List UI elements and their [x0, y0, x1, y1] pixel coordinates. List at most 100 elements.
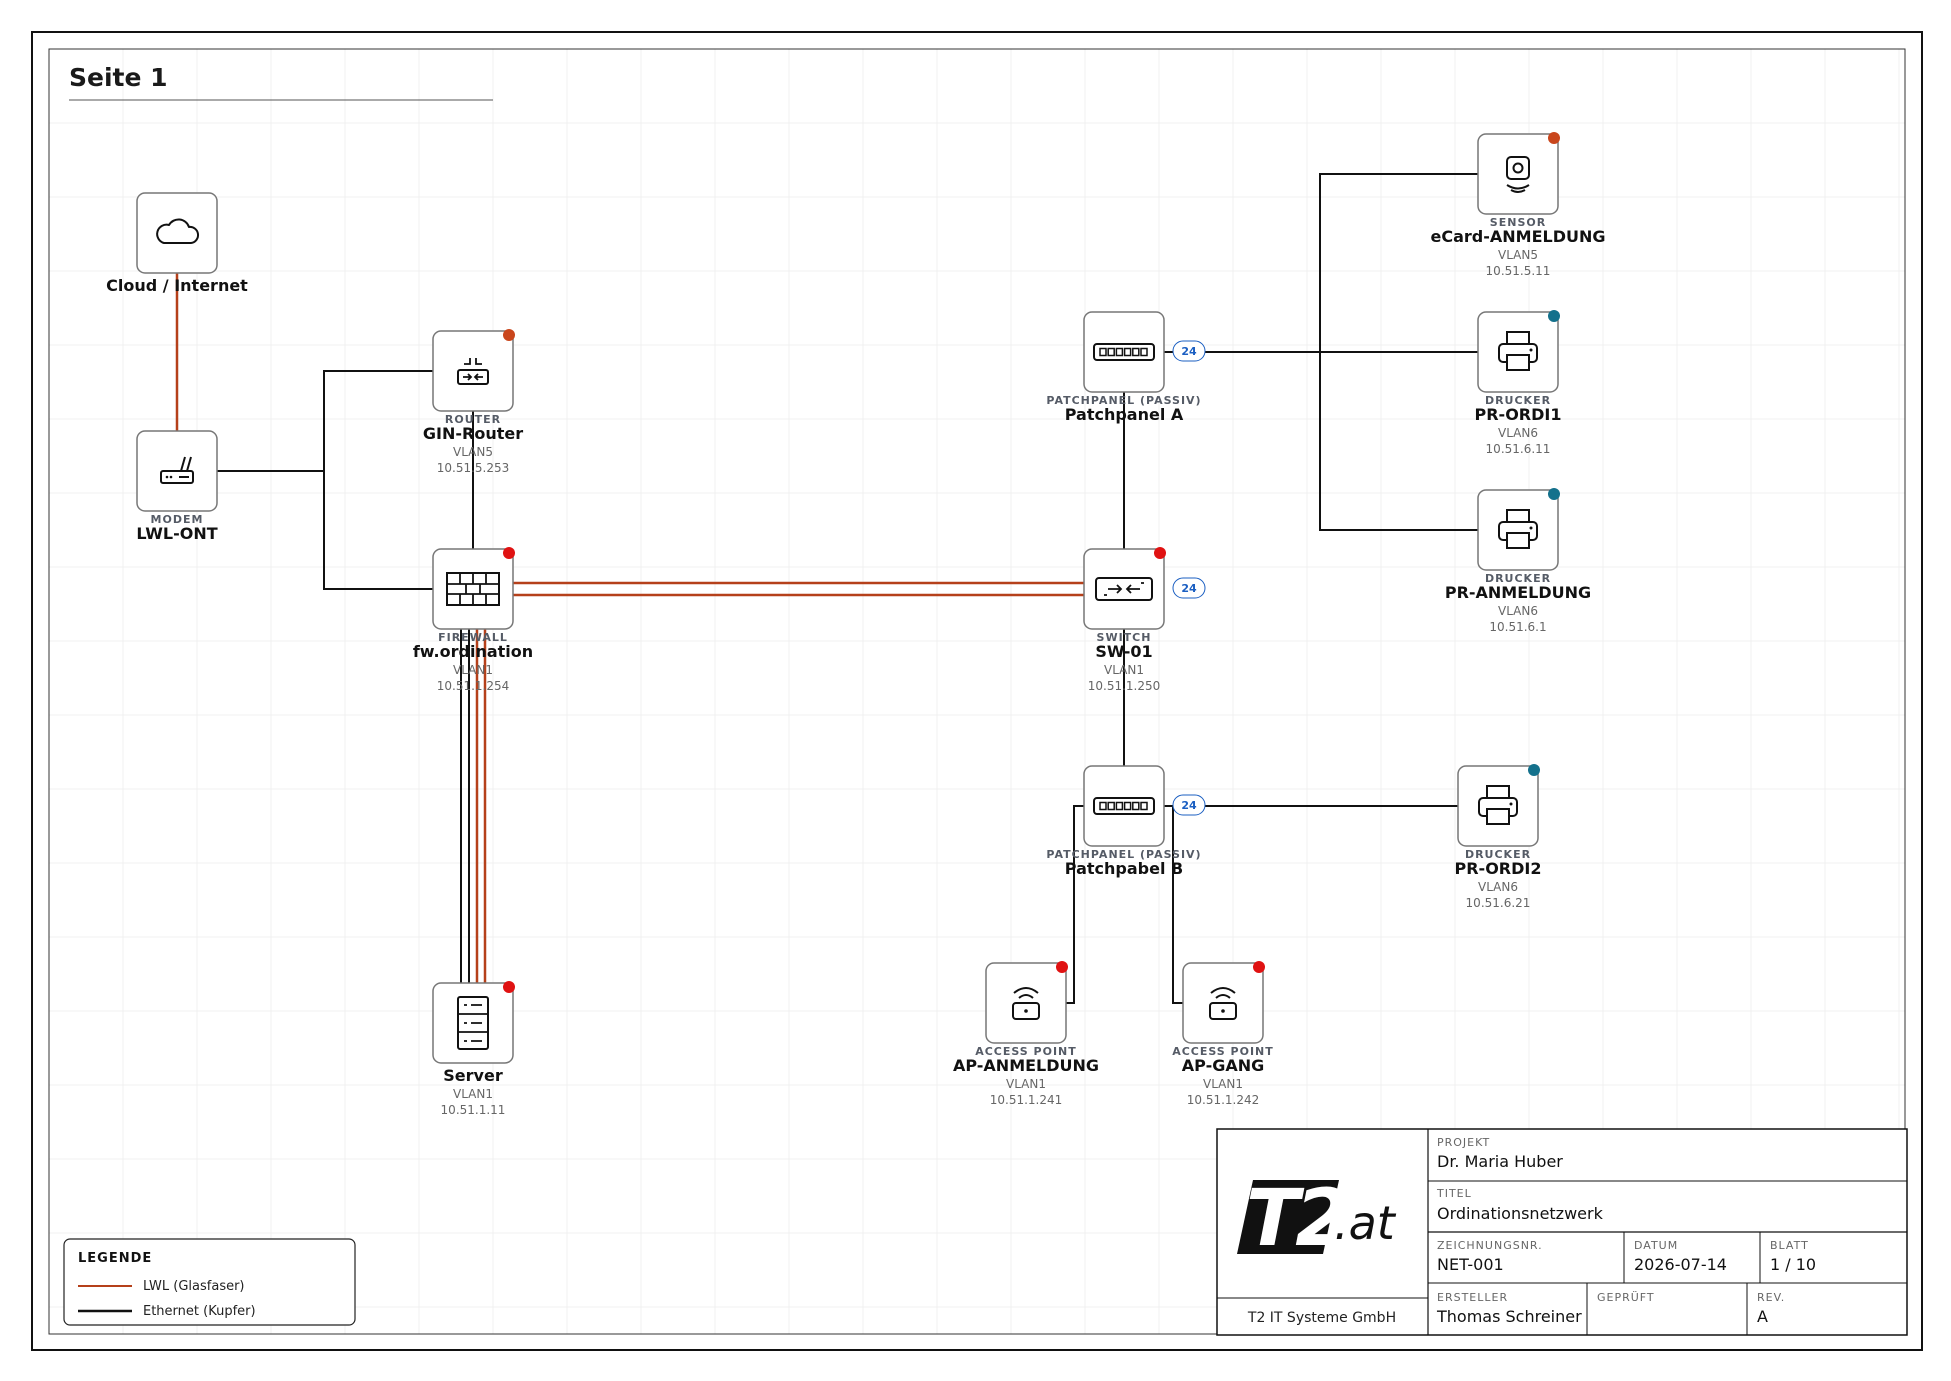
rev-label: REV.	[1757, 1291, 1785, 1304]
node-ip-label: 10.51.1.254	[437, 679, 510, 693]
node-ip-label: 10.51.5.253	[437, 461, 510, 475]
node-vlan-label: VLAN1	[1006, 1077, 1046, 1091]
node-vlan-label: VLAN1	[1104, 663, 1144, 677]
node-ip-label: 10.51.6.1	[1489, 620, 1546, 634]
node-tile[interactable]	[136, 192, 218, 274]
projekt-value: Dr. Maria Huber	[1437, 1152, 1563, 1171]
router-icon	[457, 358, 489, 385]
node-tile[interactable]	[1477, 489, 1559, 571]
zeichnungsnr-label: ZEICHNUNGSNR.	[1437, 1239, 1543, 1252]
link-lwl-ont-gin-router-copper	[217, 370, 433, 472]
logo-suffix-text: .at	[1334, 1196, 1397, 1250]
switch-icon	[1095, 577, 1153, 601]
node-name-label: Server	[443, 1066, 503, 1085]
legend-item-copper: Ethernet (Kupfer)	[143, 1304, 256, 1319]
titel-value: Ordinationsnetzwerk	[1437, 1204, 1604, 1223]
server-icon	[457, 996, 489, 1050]
legend-item-fiber: LWL (Glasfaser)	[143, 1279, 245, 1294]
node-name-label: eCard-ANMELDUNG	[1431, 227, 1606, 246]
status-dot	[1528, 764, 1540, 776]
node-ip-label: 10.51.5.11	[1486, 264, 1551, 278]
modem-icon	[160, 456, 194, 484]
node-tile[interactable]	[1083, 548, 1165, 630]
node-vlan-label: VLAN1	[453, 663, 493, 677]
node-name-label: LWL-ONT	[136, 524, 217, 543]
node-ip-label: 10.51.1.250	[1088, 679, 1161, 693]
node-vlan-label: VLAN5	[453, 445, 493, 459]
legend: LEGENDE LWL (Glasfaser) Ethernet (Kupfer…	[63, 1238, 356, 1326]
node-tile[interactable]	[1457, 765, 1539, 847]
blatt-label: BLATT	[1770, 1239, 1809, 1252]
background-grid	[48, 48, 1905, 1334]
zeichnungsnr-value: NET-001	[1437, 1255, 1504, 1274]
geprueft-label: GEPRÜFT	[1597, 1291, 1655, 1304]
node-type-label: PATCHPANEL (PASSIV)	[1046, 848, 1201, 861]
node-type-label: ACCESS POINT	[1172, 1045, 1274, 1058]
datum-label: DATUM	[1634, 1239, 1678, 1252]
status-dot	[503, 981, 515, 993]
projekt-label: PROJEKT	[1437, 1136, 1490, 1149]
status-dot	[1253, 961, 1265, 973]
legend-box	[63, 1238, 356, 1326]
printer-icon	[1498, 331, 1538, 371]
node-tile[interactable]	[1477, 133, 1559, 215]
outer-frame	[31, 31, 1923, 1351]
port-count: 24	[1181, 799, 1197, 812]
node-ip-label: 10.51.6.11	[1486, 442, 1551, 456]
status-dot	[503, 547, 515, 559]
status-dot	[503, 329, 515, 341]
link-patchpanel-a-pr-anmeldung-copper	[1319, 352, 1478, 531]
node-vlan-label: VLAN6	[1498, 604, 1538, 618]
link-lwl-ont-fw-ordination-copper	[323, 471, 433, 590]
node-ip-label: 10.51.1.241	[990, 1093, 1063, 1107]
patchpanel-icon	[1093, 797, 1155, 815]
port-count: 24	[1181, 582, 1197, 595]
node-type-label: DRUCKER	[1465, 848, 1531, 861]
cloud-icon	[156, 218, 200, 244]
node-vlan-label: VLAN6	[1478, 880, 1518, 894]
logo-main-text: T2	[1246, 1174, 1345, 1264]
node-tile[interactable]	[432, 548, 514, 630]
status-dot	[1154, 547, 1166, 559]
node-name-label: Patchpanel A	[1065, 405, 1184, 424]
titel-label: TITEL	[1436, 1187, 1472, 1200]
port-count: 24	[1181, 345, 1197, 358]
port-count-badge	[1172, 577, 1206, 599]
legend-title: LEGENDE	[78, 1251, 152, 1266]
node-ip-label: 10.51.6.21	[1466, 896, 1531, 910]
status-dot	[1056, 961, 1068, 973]
printer-icon	[1478, 785, 1518, 825]
rev-value: A	[1757, 1307, 1768, 1326]
status-dot	[1548, 310, 1560, 322]
printer-icon	[1498, 509, 1538, 549]
nodes-layer: Cloud / InternetMODEMLWL-ONTROUTERGIN-Ro…	[106, 132, 1606, 1117]
access-point-icon	[1012, 987, 1040, 1020]
link-patchpanel-b-ap-anmeldung-copper	[1066, 805, 1084, 1004]
node-cloud[interactable]: Cloud / Internet	[106, 192, 248, 295]
node-name-label: PR-ORDI1	[1475, 405, 1562, 424]
node-vlan-label: VLAN1	[453, 1087, 493, 1101]
node-name-label: Patchpabel B	[1065, 859, 1183, 878]
node-name-label: GIN-Router	[423, 424, 523, 443]
inner-frame	[48, 48, 1906, 1335]
node-tile[interactable]	[1477, 311, 1559, 393]
link-patchpanel-b-ap-gang-copper	[1164, 805, 1183, 1004]
link-patchpanel-a-ecard-copper	[1164, 173, 1478, 353]
node-type-label: PATCHPANEL (PASSIV)	[1046, 394, 1201, 407]
firewall-icon	[446, 572, 500, 606]
